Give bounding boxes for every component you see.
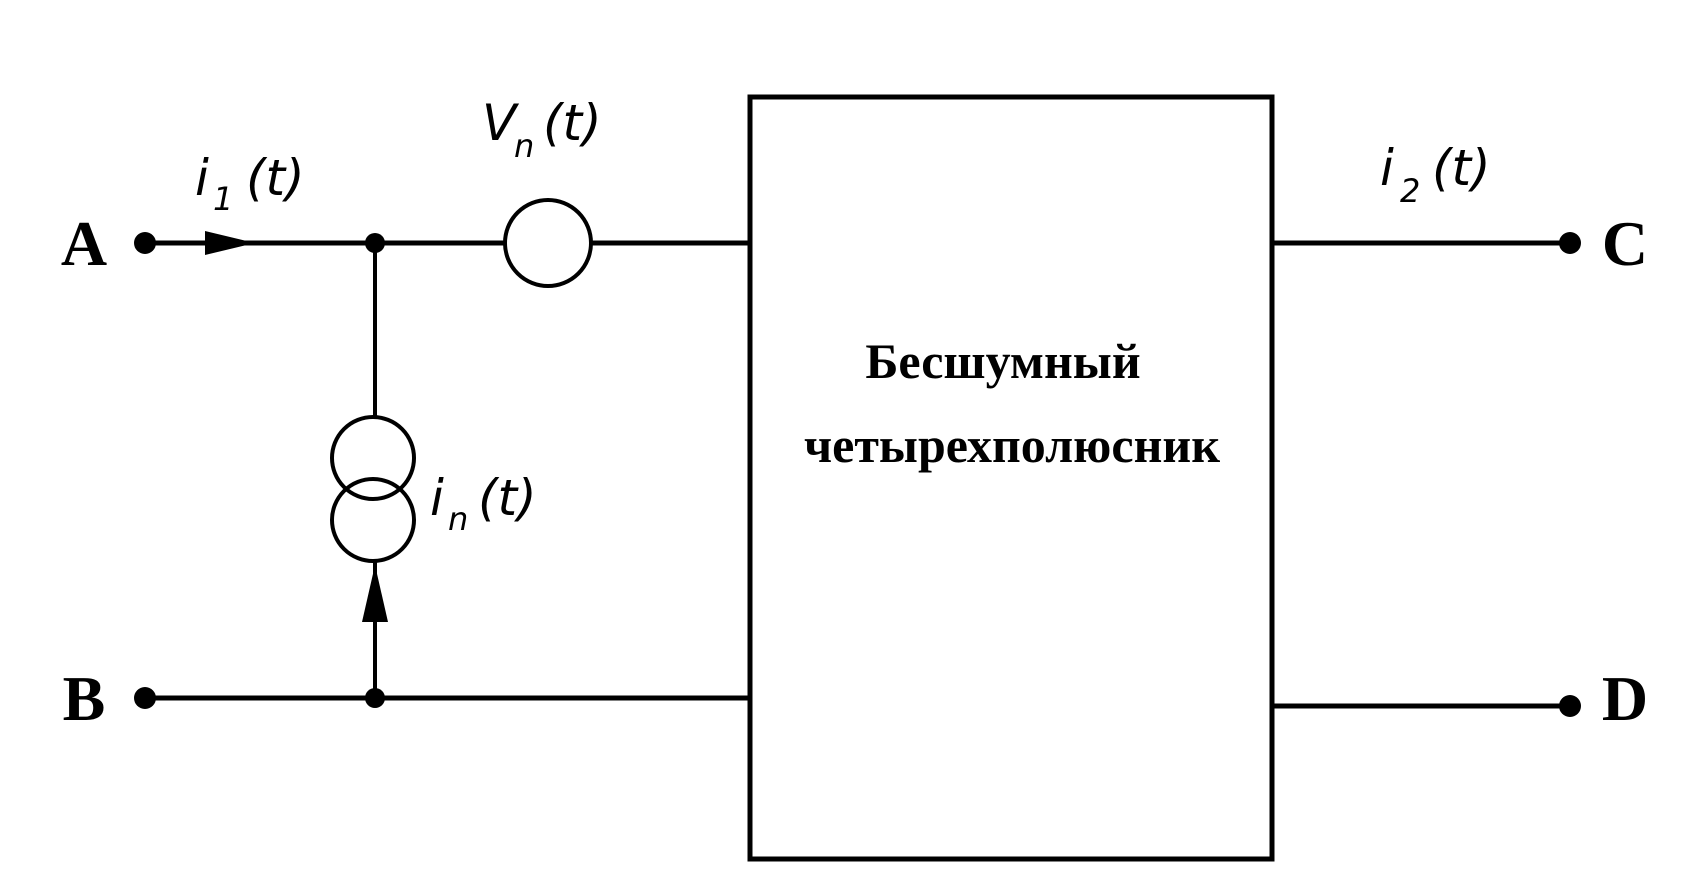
label-in-arg: (t) xyxy=(478,469,537,527)
current-i1-arrow xyxy=(205,231,255,255)
label-vn: V n (t) xyxy=(482,94,602,165)
noiseless-two-port-block xyxy=(747,94,1275,862)
terminal-a-label: A xyxy=(61,208,107,279)
label-vn-arg: (t) xyxy=(543,94,602,152)
label-in-symbol: i xyxy=(430,469,444,527)
noise-voltage-source-icon xyxy=(503,198,593,288)
terminal-c-label: C xyxy=(1602,208,1648,279)
current-source-arrow xyxy=(362,565,388,622)
label-i1-sub: 1 xyxy=(213,180,233,218)
label-i1-arg: (t) xyxy=(246,149,305,207)
label-in-sub: n xyxy=(448,500,468,538)
junction-bottom xyxy=(365,688,385,708)
terminal-a-dot xyxy=(134,232,156,254)
label-i2-arg: (t) xyxy=(1432,139,1491,197)
label-vn-symbol: V xyxy=(482,94,520,152)
terminal-b-dot xyxy=(134,687,156,709)
terminal-b-label: B xyxy=(63,663,106,734)
junction-top xyxy=(365,233,385,253)
block-label-line2: четырехполюсник xyxy=(804,417,1220,473)
label-i2-sub: 2 xyxy=(1400,172,1420,210)
terminal-d-dot xyxy=(1559,695,1581,717)
terminal-c-dot xyxy=(1559,232,1581,254)
noise-current-source-icon xyxy=(330,415,416,563)
label-vn-sub: n xyxy=(514,127,534,165)
label-i1: i 1 (t) xyxy=(195,149,305,218)
label-i1-symbol: i xyxy=(195,149,209,207)
block-label-line1: Бесшумный xyxy=(865,333,1140,389)
label-in: i n (t) xyxy=(430,469,537,538)
label-i2: i 2 (t) xyxy=(1380,139,1491,210)
terminal-d-label: D xyxy=(1602,663,1648,734)
label-i2-symbol: i xyxy=(1380,139,1394,197)
